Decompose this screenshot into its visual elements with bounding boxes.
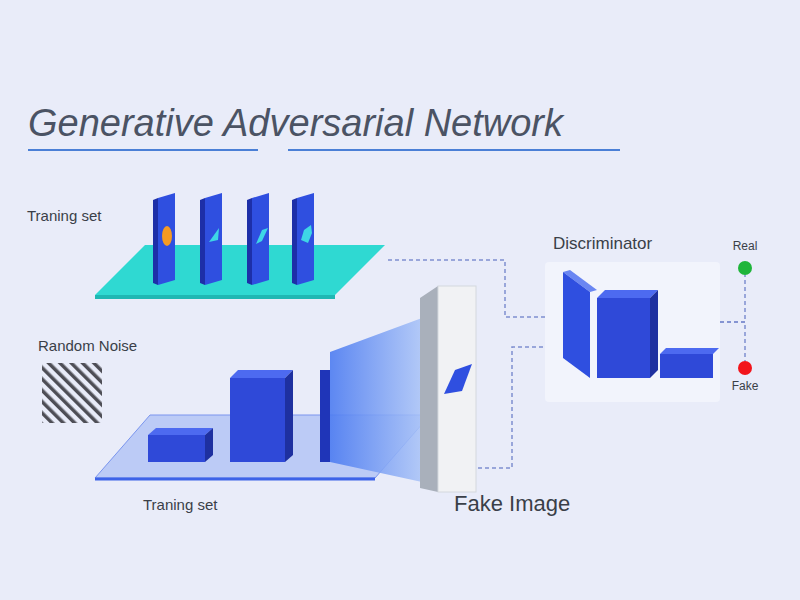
node-label: Real xyxy=(733,239,758,253)
discriminator-box: Discriminator xyxy=(545,262,720,402)
node-label: Fake xyxy=(732,379,759,393)
training-plate xyxy=(95,245,385,299)
title-underline xyxy=(28,149,258,151)
noise-box: Random Noise xyxy=(42,363,102,423)
real-dot xyxy=(738,261,752,275)
node-label: Random Noise xyxy=(38,337,137,355)
dashed-connector xyxy=(720,322,745,361)
fake-image-board xyxy=(420,286,476,492)
node-label: Traning set xyxy=(143,496,217,514)
node-label: Traning set xyxy=(27,207,101,225)
node-label: Fake Image xyxy=(454,491,570,517)
projection-cone xyxy=(330,318,422,482)
real-output: Real xyxy=(738,261,752,275)
fake-image-board: Fake Image xyxy=(418,283,478,493)
discriminator-panel xyxy=(545,262,720,402)
node-label: Discriminator xyxy=(553,234,652,254)
training-set-plate: Traning set xyxy=(92,190,388,300)
fake-output: Fake xyxy=(738,361,752,375)
noise-square xyxy=(42,363,102,423)
generator-layers xyxy=(148,370,330,462)
title-underline xyxy=(288,149,620,151)
diagram-title: Generative Adversarial Network xyxy=(28,101,563,147)
dashed-connector xyxy=(720,275,745,322)
dashed-connector xyxy=(478,347,545,468)
dashed-connector xyxy=(388,260,545,317)
training-cards xyxy=(153,193,314,285)
fake-dot xyxy=(738,361,752,375)
generator-plate: Traning set xyxy=(92,360,437,480)
